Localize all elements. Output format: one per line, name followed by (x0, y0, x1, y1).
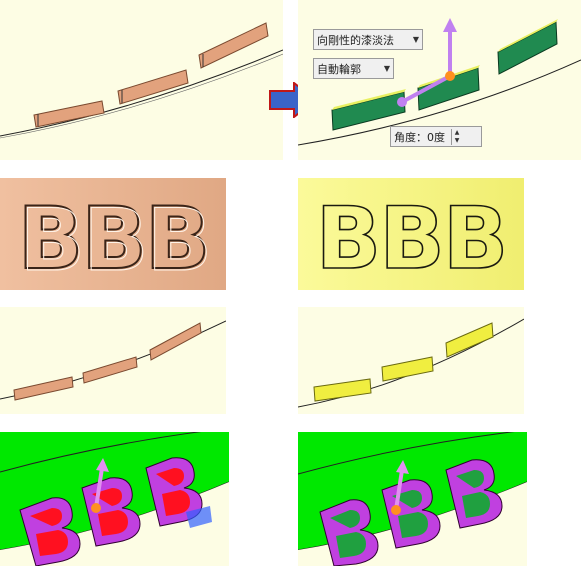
auto-dropdown-label: 自動輪郭 (317, 62, 361, 76)
yellow-thin-segments (298, 307, 524, 414)
3d-letter (319, 499, 379, 566)
emboss-text: BBB (18, 189, 209, 289)
green-segment (497, 19, 558, 75)
chevron-down-icon: ▼ (383, 64, 390, 73)
move-gizmo-icon[interactable] (397, 18, 457, 107)
chevron-down-icon: ▼ (412, 35, 419, 44)
angle-label: 角度：0度 (394, 130, 445, 144)
yellow-segment (445, 322, 494, 358)
copper-segment (82, 356, 138, 384)
angle-spinner[interactable]: 角度：0度 ▲ ▼ (390, 126, 482, 147)
move-gizmo-icon (91, 458, 109, 513)
copper-segment (117, 69, 189, 105)
mode-dropdown[interactable]: 向剛性的漆淡法 ▼ (313, 29, 423, 50)
panel-lower-right (298, 307, 524, 414)
panel-lower-left (0, 307, 226, 414)
emboss-text: BBB (316, 189, 507, 289)
panel-top-left (0, 0, 283, 160)
green-segment (331, 89, 406, 131)
move-gizmo-icon (391, 460, 409, 515)
emboss-highlight: BBB (20, 191, 211, 290)
3d-letter (145, 457, 212, 528)
panel-mid-left: BBB BBB (0, 178, 226, 290)
3d-letters-red-magenta (0, 432, 229, 566)
panel-bottom-right (298, 432, 527, 566)
copper-segments-view (0, 0, 283, 160)
spin-up-icon[interactable]: ▲ (454, 128, 460, 136)
yellow-emboss-view: BBB (298, 178, 524, 290)
auto-dropdown[interactable]: 自動輪郭 ▼ (313, 58, 394, 79)
copper-segment (13, 376, 74, 401)
yellow-segment (313, 378, 372, 402)
copper-thin-segments (0, 307, 226, 414)
copper-segment (198, 22, 269, 69)
3d-letter (445, 459, 503, 529)
3d-letters-magenta (298, 432, 527, 566)
mode-dropdown-label: 向剛性的漆淡法 (317, 33, 394, 47)
copper-segment (33, 100, 105, 128)
3d-letter (19, 497, 81, 566)
panel-bottom-left (0, 432, 229, 566)
yellow-segment (381, 356, 434, 382)
panel-mid-right: BBB (298, 178, 524, 290)
spin-down-icon[interactable]: ▼ (454, 136, 460, 144)
copper-segment (149, 322, 202, 361)
copper-emboss-view: BBB BBB (0, 178, 226, 290)
